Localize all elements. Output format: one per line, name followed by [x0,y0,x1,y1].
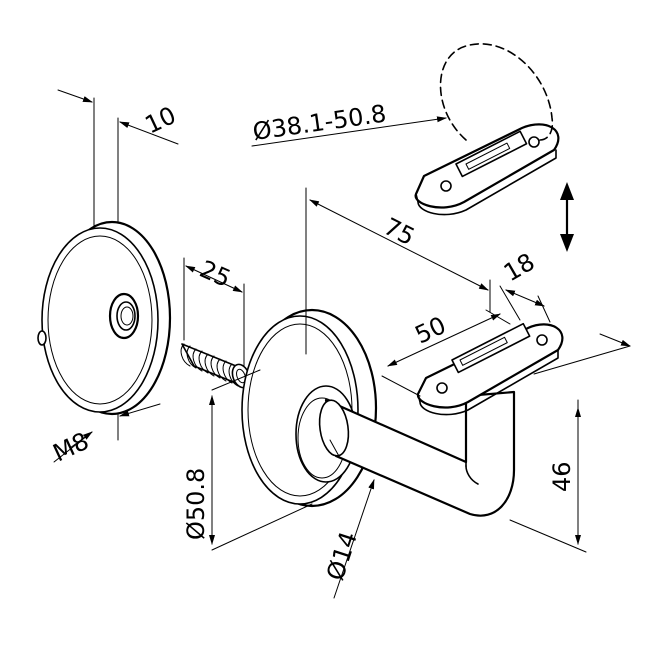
dim-18-label: 18 [499,248,539,288]
dim-rosette-diameter: Ø50.8 [182,369,313,551]
dim-75-label: 75 [379,212,419,251]
dim-handrail-range: Ø38.1-50.8 [251,100,447,147]
dim-10-label: 10 [141,101,181,139]
dim-14-label: Ø14 [321,528,363,584]
dim-50-8-label: Ø50.8 [182,468,210,540]
rosette [241,308,378,508]
dim-wall-thickness: 10 [57,89,181,145]
dim-height: 46 [509,333,631,553]
handrail-outline [439,43,554,141]
dim-25-label: 25 [196,255,235,293]
dim-50-label: 50 [411,311,451,349]
wall-plate [37,97,172,441]
threaded-stud [180,343,251,389]
dim-handrail-label: Ø38.1-50.8 [251,100,388,146]
saddle-upper [414,123,560,216]
bracket-bar [318,390,516,517]
double-arrow-vertical-icon [560,182,574,252]
dim-46-label: 46 [548,461,576,492]
dim-saddle-width: 18 [499,248,551,323]
